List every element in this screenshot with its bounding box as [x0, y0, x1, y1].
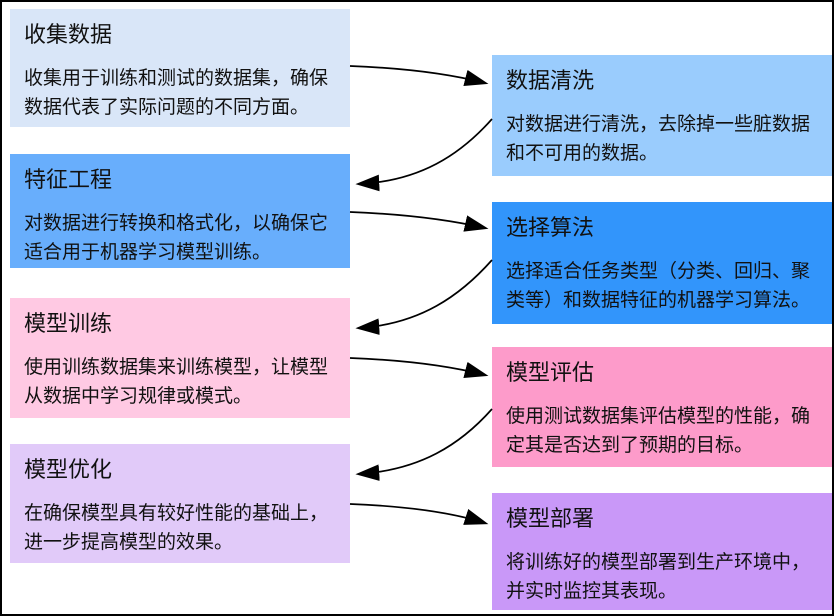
node-title: 模型训练 [24, 311, 113, 336]
node-description: 在确保模型具有较好性能的基础上，进一步提高模型的效果。 [24, 502, 329, 554]
node-title: 模型优化 [24, 457, 113, 482]
node-model-evaluation: 模型评估 使用测试数据集评估模型的性能，确定其是否达到了预期的目标。 [492, 347, 832, 467]
node-select-algorithm: 选择算法 选择适合任务类型（分类、回归、聚类等）和数据特征的机器学习算法。 [492, 202, 832, 324]
node-description: 选择适合任务类型（分类、回归、聚类等）和数据特征的机器学习算法。 [506, 260, 811, 312]
node-title: 特征工程 [24, 167, 113, 192]
node-description: 收集用于训练和测试的数据集，确保数据代表了实际问题的不同方面。 [24, 67, 329, 119]
node-model-deployment: 模型部署 将训练好的模型部署到生产环境中，并实时监控其表现。 [492, 493, 832, 610]
node-title: 模型部署 [506, 506, 595, 531]
node-description: 使用测试数据集评估模型的性能，确定其是否达到了预期的目标。 [506, 405, 811, 457]
node-model-training: 模型训练 使用训练数据集来训练模型，让模型从数据中学习规律或模式。 [10, 298, 350, 418]
arrow-algo-to-train [355, 259, 493, 335]
node-collect-data: 收集数据 收集用于训练和测试的数据集，确保数据代表了实际问题的不同方面。 [10, 9, 350, 127]
arrow-optimize-to-deploy [349, 503, 489, 525]
node-description: 对数据进行清洗，去除掉一些脏数据和不可用的数据。 [506, 113, 811, 165]
arrow-eval-to-optimize [355, 408, 493, 481]
node-title: 选择算法 [506, 215, 595, 240]
node-model-optimization: 模型优化 在确保模型具有较好性能的基础上，进一步提高模型的效果。 [10, 444, 350, 563]
node-feature-engineering: 特征工程 对数据进行转换和格式化，以确保它适合用于机器学习模型训练。 [10, 154, 350, 268]
arrow-clean-to-feature [355, 118, 493, 192]
node-description: 使用训练数据集来训练模型，让模型从数据中学习规律或模式。 [24, 356, 329, 408]
arrow-train-to-eval [349, 357, 489, 379]
node-description: 对数据进行转换和格式化，以确保它适合用于机器学习模型训练。 [24, 212, 329, 264]
node-data-cleaning: 数据清洗 对数据进行清洗，去除掉一些脏数据和不可用的数据。 [492, 55, 832, 176]
node-title: 数据清洗 [506, 68, 595, 93]
node-title: 模型评估 [506, 360, 595, 385]
arrow-collect-to-clean [349, 65, 489, 87]
node-description: 将训练好的模型部署到生产环境中，并实时监控其表现。 [506, 551, 811, 603]
arrow-feature-to-algo [349, 211, 489, 232]
node-title: 收集数据 [24, 22, 113, 47]
